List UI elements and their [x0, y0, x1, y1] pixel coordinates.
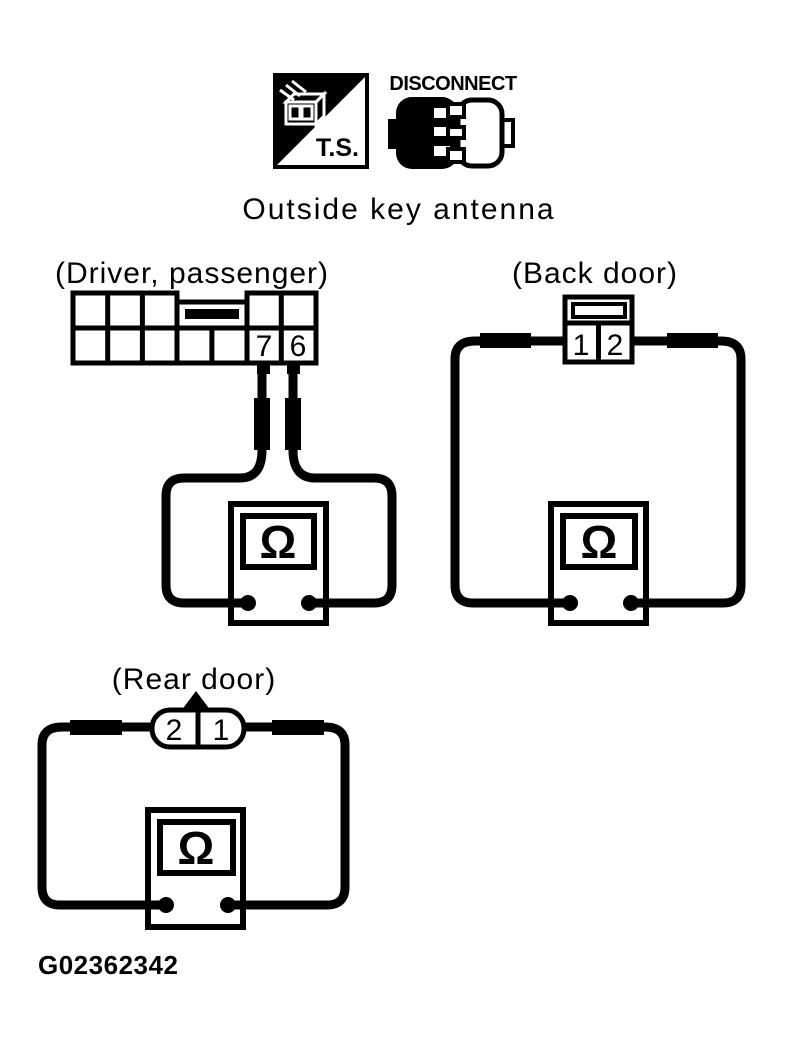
- ohm-symbol: Ω: [260, 516, 297, 568]
- figure-code: G02362342: [38, 950, 178, 980]
- wire-sleeve: [667, 333, 718, 348]
- wire-sleeve: [254, 398, 270, 450]
- probe-dot: [562, 595, 578, 611]
- ts-icon: T.S.: [273, 73, 369, 169]
- test-probe-icon: [279, 79, 328, 128]
- driver-passenger-circuit: (Driver, passenger) 7 6 Ω: [55, 257, 397, 626]
- wire-sleeve: [70, 720, 122, 735]
- test-lead-right: [228, 722, 350, 910]
- pin-7-label: 7: [256, 330, 273, 363]
- pin-2-label: 2: [166, 714, 183, 747]
- wire-sleeve: [285, 398, 301, 450]
- connector-latch-slot: [571, 302, 627, 319]
- pin-1-label: 1: [213, 714, 230, 747]
- driver-passenger-label: (Driver, passenger): [55, 257, 329, 290]
- ohmmeter-back-door-display: [560, 513, 638, 570]
- probe-dot: [301, 595, 317, 611]
- page-title: Outside key antenna: [242, 193, 555, 226]
- connector-latch-bar: [185, 309, 239, 319]
- probe-dot: [158, 897, 174, 913]
- disconnect-icon: DISCONNECT: [388, 73, 517, 169]
- disconnect-label: DISCONNECT: [389, 73, 517, 95]
- wire-sleeve: [480, 333, 531, 348]
- pin-1-label: 1: [573, 329, 590, 362]
- wire-sleeve: [272, 720, 324, 735]
- connector-grid-lines: [73, 293, 316, 363]
- rear-door-circuit: (Rear door) 2 1 Ω: [37, 663, 350, 930]
- driver-passenger-connector: 7 6: [70, 290, 319, 374]
- back-door-connector: 1 2: [562, 294, 635, 365]
- test-lead-right: [631, 336, 746, 608]
- probe-dot: [220, 897, 236, 913]
- probe-dot: [240, 595, 256, 611]
- pin-2-label: 2: [607, 329, 624, 362]
- back-door-label: (Back door): [512, 257, 678, 290]
- probe-dot: [623, 595, 639, 611]
- ohm-symbol: Ω: [581, 516, 618, 568]
- pin-6-label: 6: [290, 330, 307, 363]
- back-door-circuit: (Back door) 1 2 Ω: [450, 257, 746, 626]
- test-lead-left: [450, 336, 570, 608]
- rear-door-label: (Rear door): [112, 663, 276, 696]
- test-lead-left: [161, 374, 267, 608]
- ts-label: T.S.: [316, 134, 359, 162]
- test-lead-left: [37, 722, 166, 910]
- test-lead-right: [288, 374, 397, 608]
- terminal-stub: [287, 361, 300, 374]
- rear-door-connector: 2 1: [149, 691, 247, 750]
- ohmmeter-driver-display: [240, 513, 317, 570]
- connector-latch-triangle: [181, 691, 211, 711]
- ohm-symbol: Ω: [178, 822, 215, 874]
- ohmmeter-rear-door-display: [157, 819, 236, 876]
- terminal-stub: [257, 361, 270, 374]
